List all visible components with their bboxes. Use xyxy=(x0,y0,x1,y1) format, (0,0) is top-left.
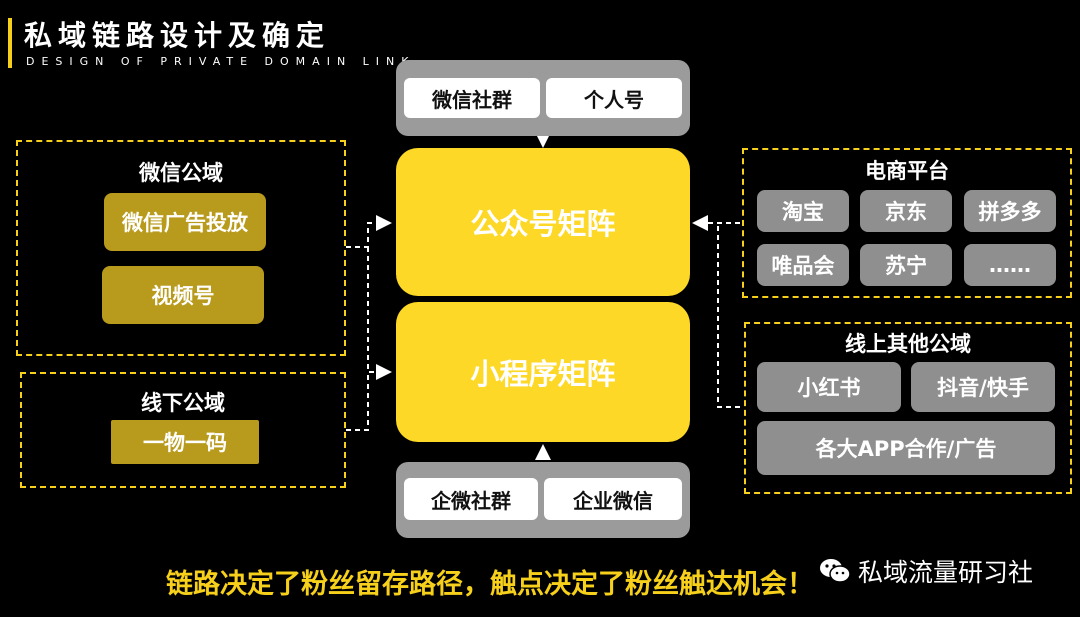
mini-program-matrix-box: 小程序矩阵 xyxy=(396,302,690,442)
connector-wechat-public xyxy=(346,215,392,248)
personal-account-box: 个人号 xyxy=(546,78,682,118)
ecommerce-section xyxy=(742,148,1072,298)
wechat-public-label: 微信公域 xyxy=(139,161,223,185)
wecom-box: 企业微信 xyxy=(544,478,682,520)
suning-box: 苏宁 xyxy=(860,244,952,286)
vipshop-box: 唯品会 xyxy=(757,244,849,286)
connector-offline-public xyxy=(346,364,392,431)
offline-public-label: 线下公域 xyxy=(141,391,225,415)
one-item-one-code-box: 一物一码 xyxy=(111,420,259,464)
jd-box: 京东 xyxy=(860,190,952,232)
other-online-label: 线上其他公域 xyxy=(845,332,971,356)
wecom-group-box: 企微社群 xyxy=(404,478,538,520)
wechat-public-section xyxy=(16,140,346,356)
footer-slogan: 链路决定了粉丝留存路径，触点决定了粉丝触达机会！ xyxy=(166,569,814,600)
taobao-box: 淘宝 xyxy=(757,190,849,232)
more-box: …… xyxy=(964,244,1056,286)
app-partner-ads-box: 各大APP合作/广告 xyxy=(757,421,1055,475)
other-online-section xyxy=(744,322,1072,494)
wechat-group-box: 微信社群 xyxy=(404,78,540,118)
connector-other-online xyxy=(717,223,740,408)
channels-box: 视频号 xyxy=(102,266,264,324)
page-title: 私域链路设计及确定 xyxy=(24,19,331,52)
douyin-kuaishou-box: 抖音/快手 xyxy=(911,362,1055,412)
watermark-text: 私域流量研习社 xyxy=(858,558,1034,587)
official-account-matrix-box: 公众号矩阵 xyxy=(396,148,690,296)
xiaohongshu-box: 小红书 xyxy=(757,362,901,412)
page-subtitle: DESIGN OF PRIVATE DOMAIN LINK xyxy=(26,55,416,68)
title-accent-bar xyxy=(8,18,12,68)
pinduoduo-box: 拼多多 xyxy=(964,190,1056,232)
wechat-ads-box: 微信广告投放 xyxy=(104,193,266,251)
wechat-icon xyxy=(818,554,852,588)
ecommerce-label: 电商平台 xyxy=(865,159,949,183)
offline-public-section xyxy=(20,372,346,488)
